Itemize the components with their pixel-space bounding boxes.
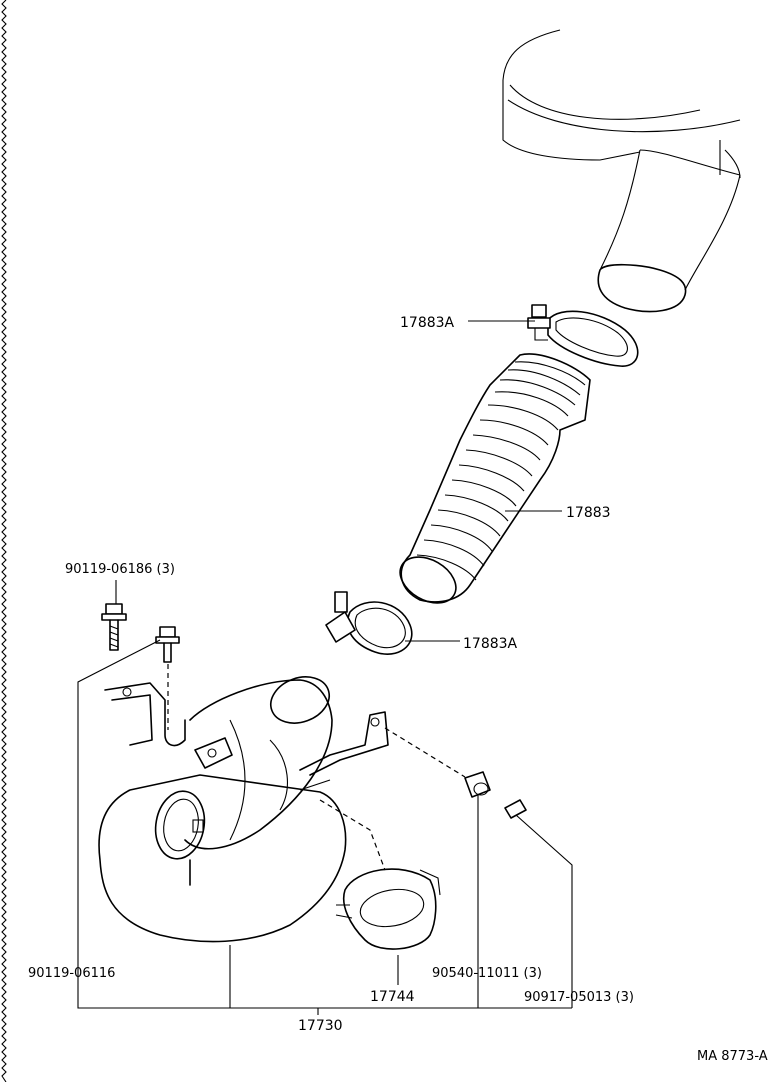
resonator-pipe [335,868,441,950]
perforated-edge [1,0,7,1082]
label-cushion: 90540-11011 (3) [432,966,542,981]
air-hose [399,353,591,604]
resonator-assembly [98,676,389,943]
label-collar: 90917-05013 (3) [524,990,634,1005]
label-clamp-lower: 17883A [463,636,518,652]
collar-icon [504,799,527,819]
label-bolt-upper: 90119-06186 (3) [65,562,175,577]
leader-lines [77,320,573,1015]
upper-hose-clamp [527,304,639,367]
label-resonator-assy: 17730 [298,1018,343,1034]
air-cleaner-case [502,29,741,313]
cushion-icon [464,771,491,798]
label-air-hose: 17883 [566,505,611,521]
bolt-lower-icon [155,626,180,663]
cushion-guide-line [384,727,466,778]
label-resonator-pipe: 17744 [370,989,415,1005]
label-bolt-lower: 90119-06116 [28,966,115,981]
label-clamp-upper: 17883A [400,315,455,331]
figure-code: MA 8773-A [697,1049,768,1064]
pipe-guide-line [319,799,386,871]
lower-hose-clamp [325,591,413,655]
bolt-upper-icon [101,603,127,651]
